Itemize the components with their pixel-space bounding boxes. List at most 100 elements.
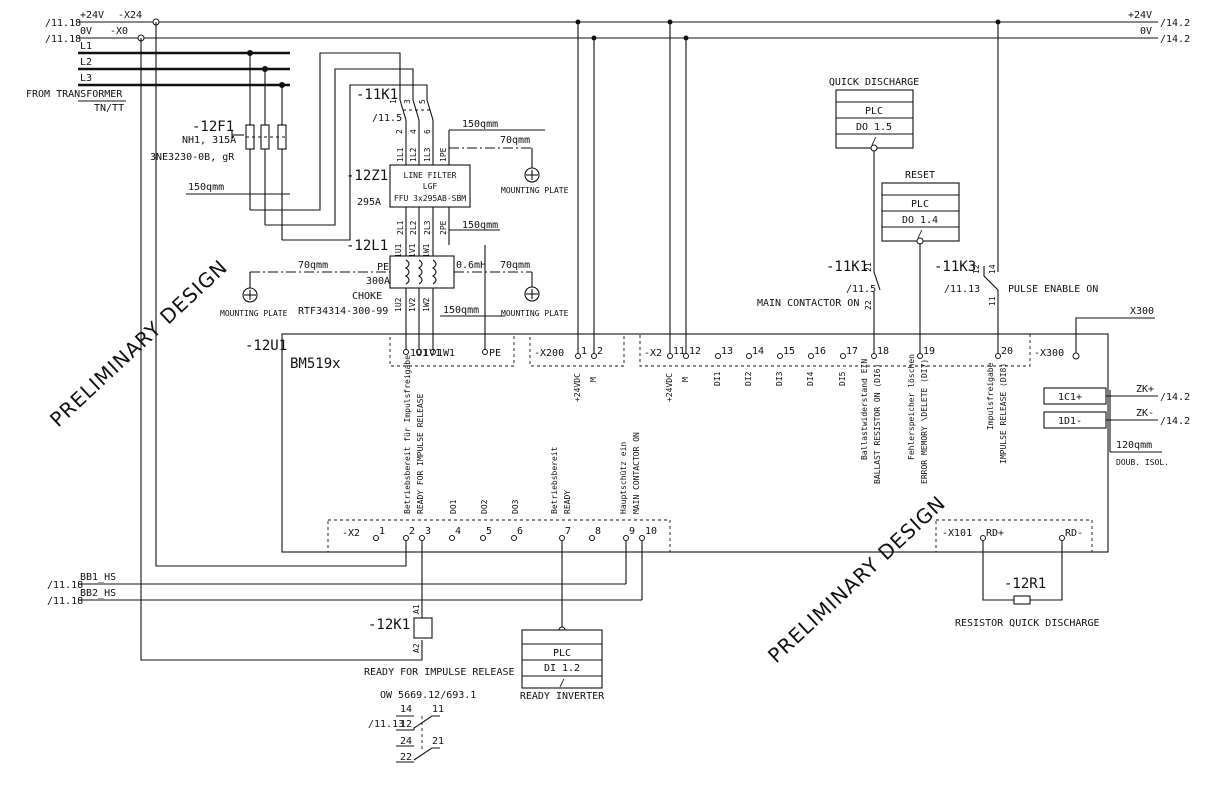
x2-bottom-terminal bbox=[623, 535, 629, 541]
svg-text:MAIN CONTACTOR ON: MAIN CONTACTOR ON bbox=[632, 432, 641, 514]
x2-top-terminal-label: 13 bbox=[721, 346, 733, 357]
svg-text:1L2: 1L2 bbox=[409, 147, 418, 162]
x2-top-terminal bbox=[715, 353, 721, 359]
l1-label: L1 bbox=[80, 41, 92, 52]
fuse-tag: -12F1 bbox=[192, 119, 234, 135]
svg-text:1W2: 1W2 bbox=[422, 297, 431, 312]
line-filter-box bbox=[389, 164, 471, 208]
x2-bottom-label: -X2 bbox=[342, 528, 360, 539]
x2-bottom-terminal-label: 3 bbox=[425, 526, 431, 537]
svg-text:DO3: DO3 bbox=[511, 499, 520, 514]
k1-aux-tag: -11K1 bbox=[826, 259, 868, 275]
svg-text:IMPULSE RELEASE (DI8): IMPULSE RELEASE (DI8) bbox=[999, 363, 1008, 464]
svg-text:DI1: DI1 bbox=[713, 371, 722, 386]
x2-top-terminal-label: 16 bbox=[814, 346, 826, 357]
svg-text:3: 3 bbox=[403, 99, 412, 104]
rail-24v: /11.18 +24V -X24 +24V /14.2 bbox=[45, 10, 1190, 29]
x2-bottom-terminal bbox=[559, 535, 565, 541]
svg-text:1U1: 1U1 bbox=[394, 243, 403, 258]
x2-bottom-terminal-label: 9 bbox=[629, 526, 635, 537]
choke-tag: -12L1 bbox=[346, 238, 388, 254]
svg-text:M: M bbox=[589, 377, 598, 382]
watermark-left: PRELIMINARY DESIGN bbox=[45, 255, 232, 432]
filter-mounting-plate: MOUNTING PLATE bbox=[501, 186, 569, 195]
svg-text:ZK-: ZK- bbox=[1136, 408, 1154, 419]
filter-rating: 295A bbox=[357, 197, 381, 208]
x2-top-terminal bbox=[667, 353, 673, 359]
x2-bottom-terminal-label: 4 bbox=[455, 526, 461, 537]
svg-text:PLC: PLC bbox=[865, 106, 883, 117]
rail-0v-right-label: 0V bbox=[1140, 26, 1152, 37]
x2-bottom-terminal bbox=[511, 535, 517, 541]
svg-text:ERROR MEMORY \DELETE (DI7): ERROR MEMORY \DELETE (DI7) bbox=[920, 359, 929, 484]
svg-text:5: 5 bbox=[418, 99, 427, 104]
svg-text:DI3: DI3 bbox=[775, 371, 784, 386]
bb2-label: BB2_HS bbox=[80, 588, 116, 599]
resistor-tag: -12R1 bbox=[1004, 576, 1046, 592]
rail-0v-right-ref: /14.2 bbox=[1160, 34, 1190, 45]
svg-text:4: 4 bbox=[409, 129, 418, 134]
svg-text:1W1: 1W1 bbox=[422, 243, 431, 258]
k1-aux-ref: /11.5 bbox=[846, 284, 876, 295]
x2-bottom-terminal-label: 2 bbox=[409, 526, 415, 537]
svg-text:M: M bbox=[681, 377, 690, 382]
x2-top-terminal bbox=[777, 353, 783, 359]
choke-part: RTF34314-300-99 bbox=[298, 306, 388, 317]
svg-text:DO 1.4: DO 1.4 bbox=[902, 215, 938, 226]
svg-text:/11.18: /11.18 bbox=[47, 596, 83, 607]
svg-text:1: 1 bbox=[581, 346, 587, 357]
x2-top-terminal bbox=[840, 353, 846, 359]
rail-x0-label: -X0 bbox=[110, 26, 128, 37]
rail-x24-label: -X24 bbox=[118, 10, 142, 21]
l2-label: L2 bbox=[80, 57, 92, 68]
svg-text:READY: READY bbox=[563, 490, 572, 514]
unit-model: BM519x bbox=[290, 356, 341, 372]
svg-text:FFU 3x295AB-SBM: FFU 3x295AB-SBM bbox=[394, 194, 466, 203]
svg-text:DO 1.5: DO 1.5 bbox=[856, 122, 892, 133]
svg-text:PE: PE bbox=[489, 348, 501, 359]
choke-12l1: -12L1 1U1 1V1 1W1 0.6mH PE 300A CHOKE RT… bbox=[220, 238, 569, 352]
plc-quick-discharge: QUICK DISCHARGE PLC DO 1.5 / bbox=[829, 77, 919, 152]
x2-bottom-terminal bbox=[403, 535, 409, 541]
filter-tag: -12Z1 bbox=[346, 168, 388, 184]
aux-contact-11k1: -11K1 21 22 /11.5 MAIN CONTACTOR ON bbox=[757, 259, 881, 353]
svg-text:22: 22 bbox=[864, 300, 873, 310]
rail-0v-ref: /11.18 bbox=[45, 34, 81, 45]
svg-text:12: 12 bbox=[400, 719, 412, 730]
svg-text:Betriebsbereit für Impulsfreig: Betriebsbereit für Impulsfreigabe bbox=[403, 355, 412, 514]
svg-text:LGF: LGF bbox=[423, 182, 438, 191]
rail-24v-label: +24V bbox=[80, 10, 104, 21]
x2-bottom-terminal bbox=[419, 535, 425, 541]
k3-tag: -11K3 bbox=[934, 259, 976, 275]
quick-title: QUICK DISCHARGE bbox=[829, 77, 919, 88]
x2-bottom-terminal bbox=[449, 535, 455, 541]
svg-text:12: 12 bbox=[972, 264, 981, 274]
k1-main-ref: /11.5 bbox=[372, 113, 402, 124]
svg-text:21: 21 bbox=[432, 736, 444, 747]
svg-text:14: 14 bbox=[988, 264, 997, 274]
svg-text:6: 6 bbox=[423, 129, 432, 134]
rail-0v: /11.18 0V -X0 0V /14.2 bbox=[45, 26, 1190, 45]
svg-text:1C1+: 1C1+ bbox=[1058, 392, 1082, 403]
x2-bottom-terminal-label: 6 bbox=[517, 526, 523, 537]
svg-text:Impulsfreigabe: Impulsfreigabe bbox=[986, 362, 995, 430]
reset-title: RESET bbox=[905, 170, 935, 181]
svg-text:/14.2: /14.2 bbox=[1160, 416, 1190, 427]
rail-24v-right-label: +24V bbox=[1128, 10, 1152, 21]
l3-label: L3 bbox=[80, 73, 92, 84]
x2-top-terminal-label: 19 bbox=[923, 346, 935, 357]
svg-text:2L3: 2L3 bbox=[423, 220, 432, 235]
svg-text:11: 11 bbox=[432, 704, 444, 715]
ready-title: READY INVERTER bbox=[520, 691, 605, 702]
line-filter-12z1: -12Z1 295A 1L1 1L2 1L3 1PE LINE FILTER L… bbox=[346, 119, 569, 245]
svg-text:1U1: 1U1 bbox=[410, 348, 428, 359]
svg-text:PE: PE bbox=[377, 262, 389, 273]
svg-text:11: 11 bbox=[988, 296, 997, 306]
x2-top-terminal bbox=[871, 353, 877, 359]
svg-text:PLC: PLC bbox=[553, 648, 571, 659]
svg-text:DI2: DI2 bbox=[744, 371, 753, 386]
svg-text:1U2: 1U2 bbox=[394, 297, 403, 312]
x2-top-label: -X2 bbox=[644, 348, 662, 359]
svg-text:Ballastwiderstand EIN: Ballastwiderstand EIN bbox=[860, 359, 869, 460]
